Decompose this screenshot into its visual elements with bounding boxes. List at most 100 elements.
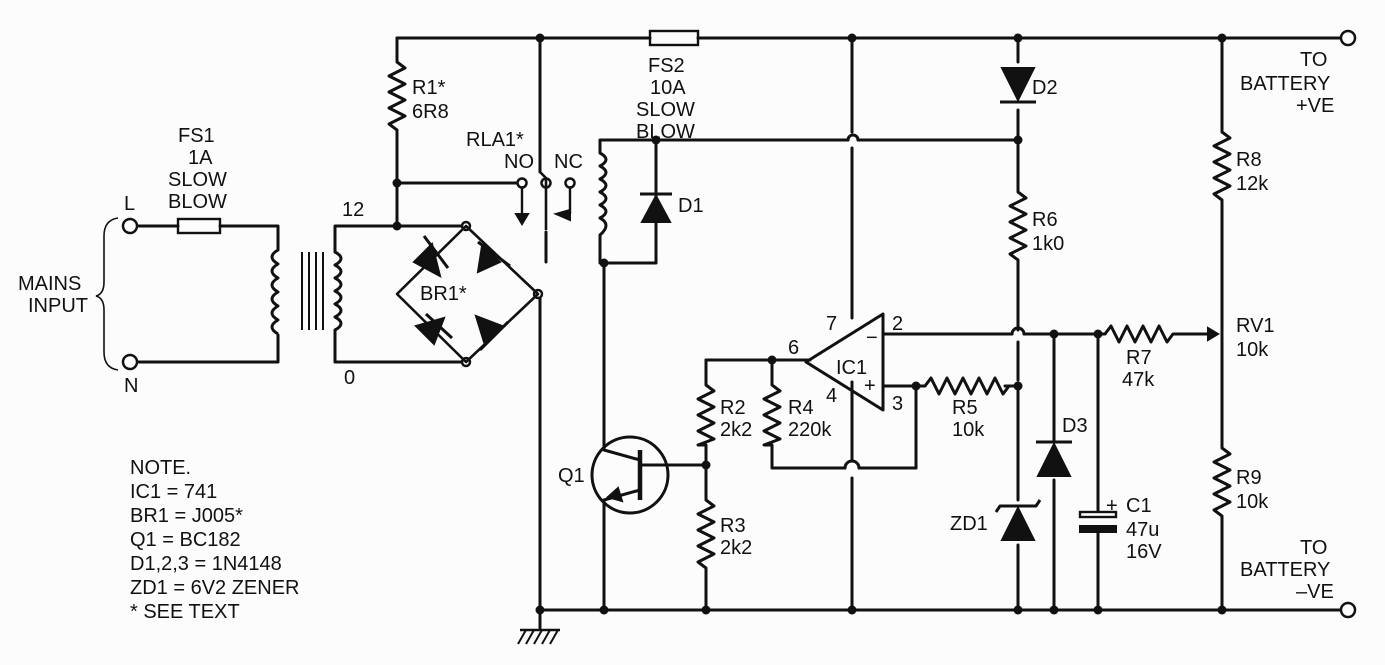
r6-label-1: 1k0	[1032, 233, 1064, 255]
mains-n-terminal	[121, 353, 139, 371]
crossover-hops	[843, 133, 1026, 470]
battery-negative-terminal	[1339, 601, 1357, 619]
fs1-label-3: BLOW	[168, 191, 227, 213]
r9-label-1: 10k	[1236, 491, 1269, 513]
note-line-0: IC1 = 741	[130, 481, 217, 503]
ic1-pin-4: 4	[826, 385, 837, 407]
zd1-zener-symbol	[994, 499, 1042, 541]
ground-symbol	[517, 608, 560, 645]
r9-resistor-symbol	[1212, 446, 1232, 528]
rv1-potentiometer-symbol	[1207, 318, 1224, 342]
r8-label-1: 12k	[1236, 173, 1269, 195]
mains-label-1: INPUT	[28, 295, 88, 317]
d1-diode-symbol	[640, 192, 672, 223]
c1-label-2: 16V	[1126, 541, 1162, 563]
r2-resistor-symbol	[696, 383, 716, 447]
junction-dots	[392, 33, 1227, 615]
fs1-label-0: FS1	[178, 125, 215, 147]
ic1-pin-7: 7	[826, 313, 837, 335]
c1-label-0: C1	[1126, 495, 1152, 517]
r4-label-0: R4	[788, 397, 814, 419]
ic1-pin-3: 3	[892, 393, 903, 415]
rla1-relay-contacts-symbol	[514, 171, 576, 230]
transformer-symbol	[270, 248, 343, 336]
battery-neg-label-0: TO	[1300, 537, 1327, 559]
l-label: L	[124, 193, 135, 215]
fs2-label-0: FS2	[648, 55, 685, 77]
note-line-2: Q1 = BC182	[130, 529, 241, 551]
r2-label-0: R2	[720, 397, 746, 419]
r4-resistor-symbol	[762, 383, 782, 447]
battery-neg-label-2: –VE	[1296, 581, 1334, 603]
relay-no-label: NO	[504, 151, 534, 173]
rv1-label-0: RV1	[1236, 315, 1275, 337]
c1-label-1: 47u	[1126, 519, 1159, 541]
r8-resistor-symbol	[1212, 130, 1232, 212]
battery-pos-label-0: TO	[1300, 49, 1327, 71]
d3-label: D3	[1062, 415, 1088, 437]
tap-0-label: 0	[344, 367, 355, 389]
r7-resistor-symbol	[1098, 324, 1178, 344]
r1-label-0: R1*	[412, 77, 446, 99]
ic1-pin-6: 6	[788, 337, 799, 359]
r3-label-1: 2k2	[720, 537, 752, 559]
component-labels: FS1 1A SLOW BLOW FS2 10A SLOW BLOW R1* 6…	[18, 49, 1334, 603]
r7-label-1: 47k	[1122, 369, 1155, 391]
d2-diode-symbol	[1000, 67, 1036, 104]
r1-resistor-symbol	[387, 60, 407, 142]
tap-12-label: 12	[342, 199, 364, 221]
relay-nc-label: NC	[554, 151, 583, 173]
r1-label-1: 6R8	[412, 101, 449, 123]
rv1-label-1: 10k	[1236, 339, 1269, 361]
r3-label-0: R3	[720, 515, 746, 537]
fs1-label-2: SLOW	[168, 169, 227, 191]
ic1-opamp-symbol	[804, 312, 885, 412]
battery-pos-label-2: +VE	[1296, 95, 1334, 117]
fs2-label-1: 10A	[650, 77, 686, 99]
r5-label-1: 10k	[952, 419, 985, 441]
fs2-label-2: SLOW	[636, 99, 695, 121]
fs2-fuse-symbol	[648, 29, 700, 47]
rla1-label: RLA1*	[466, 129, 524, 151]
mains-label-0: MAINS	[18, 273, 81, 295]
c1-plus-label: +	[1106, 495, 1118, 517]
battery-positive-terminal	[1339, 29, 1357, 47]
note-line-5: * SEE TEXT	[130, 601, 240, 623]
fs1-fuse-symbol	[176, 217, 222, 235]
ic1-minus-label: −	[866, 327, 878, 349]
q1-transistor-symbol	[590, 435, 670, 515]
r5-resistor-symbol	[923, 376, 1011, 396]
note-title: NOTE.	[130, 457, 191, 479]
fs1-label-1: 1A	[188, 147, 213, 169]
br1-label: BR1*	[420, 283, 467, 305]
r4-label-1: 220k	[788, 419, 832, 441]
r2-label-1: 2k2	[720, 419, 752, 441]
q1-label: Q1	[558, 465, 585, 487]
r3-resistor-symbol	[696, 498, 716, 580]
battery-pos-label-1: BATTERY	[1240, 73, 1330, 95]
zd1-label: ZD1	[950, 513, 988, 535]
r6-resistor-symbol	[1008, 190, 1028, 272]
r6-label-0: R6	[1032, 209, 1058, 231]
d1-label: D1	[678, 195, 704, 217]
c1-capacitor-symbol	[1078, 510, 1118, 533]
d3-diode-symbol	[1036, 440, 1072, 477]
rla1-relay-coil-symbol	[598, 151, 608, 237]
note-line-3: D1,2,3 = 1N4148	[130, 553, 282, 575]
d2-label: D2	[1032, 77, 1058, 99]
note-line-4: ZD1 = 6V2 ZENER	[130, 577, 300, 599]
ic1-label: IC1	[836, 357, 867, 379]
r9-label-0: R9	[1236, 467, 1262, 489]
note-block: NOTE. IC1 = 741 BR1 = J005* Q1 = BC182 D…	[130, 457, 300, 623]
mains-brace	[95, 217, 119, 371]
battery-neg-label-1: BATTERY	[1240, 559, 1330, 581]
fs2-label-3: BLOW	[636, 121, 695, 143]
mains-l-terminal	[121, 217, 139, 235]
n-label: N	[124, 375, 138, 397]
ic1-pin-2: 2	[892, 313, 903, 335]
note-line-1: BR1 = J005*	[130, 505, 243, 527]
ic1-plus-label: +	[864, 375, 876, 397]
br1-bridge-rectifier-symbol	[395, 224, 540, 364]
